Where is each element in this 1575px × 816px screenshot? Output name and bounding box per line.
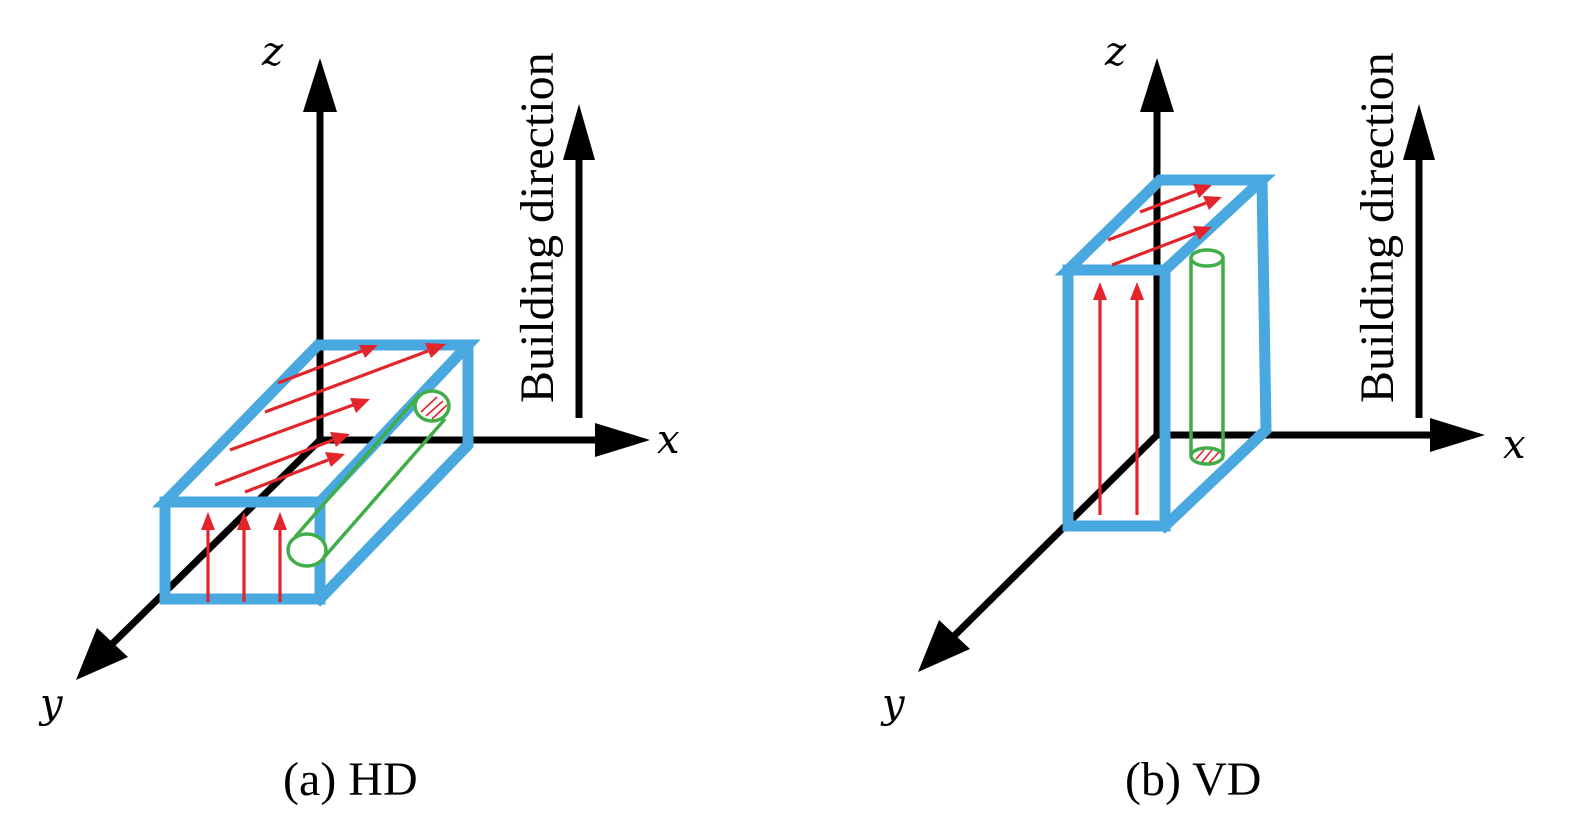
y-axis — [947, 432, 1160, 643]
y-axis-label: y — [38, 681, 64, 727]
coordinate-axes — [76, 58, 650, 680]
z-axis-arrowhead — [303, 58, 337, 112]
specimen-box-vertical — [1054, 174, 1277, 534]
x-axis-label: x — [657, 417, 680, 463]
grain-arrows-top — [214, 343, 446, 494]
box-top-face — [1054, 174, 1277, 276]
box-front-face — [1062, 264, 1171, 532]
panel-vd: z x y Building direction — [880, 29, 1526, 806]
panel-hd: z x y Building direction — [38, 29, 680, 806]
x-axis-arrowhead — [1430, 418, 1485, 452]
grain-arrows-front — [201, 512, 287, 602]
box-right-edges — [312, 339, 474, 607]
box-right-edges — [1157, 174, 1272, 534]
grain-arrows-top — [1107, 184, 1222, 267]
z-axis-label: z — [1104, 29, 1127, 75]
building-direction-arrow — [1403, 104, 1435, 418]
y-axis — [105, 437, 323, 651]
building-direction-label: Building direction — [1351, 52, 1404, 403]
panel-caption: (a) HD — [283, 753, 418, 806]
z-axis-label: z — [261, 29, 284, 75]
tensile-specimen-cylinder — [286, 389, 451, 568]
building-direction-label: Building direction — [511, 52, 564, 403]
building-direction-arrow — [563, 104, 595, 418]
x-axis-arrowhead — [595, 423, 650, 457]
y-axis-arrowhead — [76, 628, 128, 680]
panel-caption: (b) VD — [1125, 753, 1261, 806]
z-axis-arrowhead — [1140, 58, 1174, 112]
grain-arrows-front — [1093, 282, 1144, 515]
tensile-specimen-cylinder — [1189, 248, 1225, 466]
y-axis-label: y — [880, 681, 906, 727]
y-axis-arrowhead — [918, 620, 970, 672]
x-axis-label: x — [1503, 422, 1526, 468]
